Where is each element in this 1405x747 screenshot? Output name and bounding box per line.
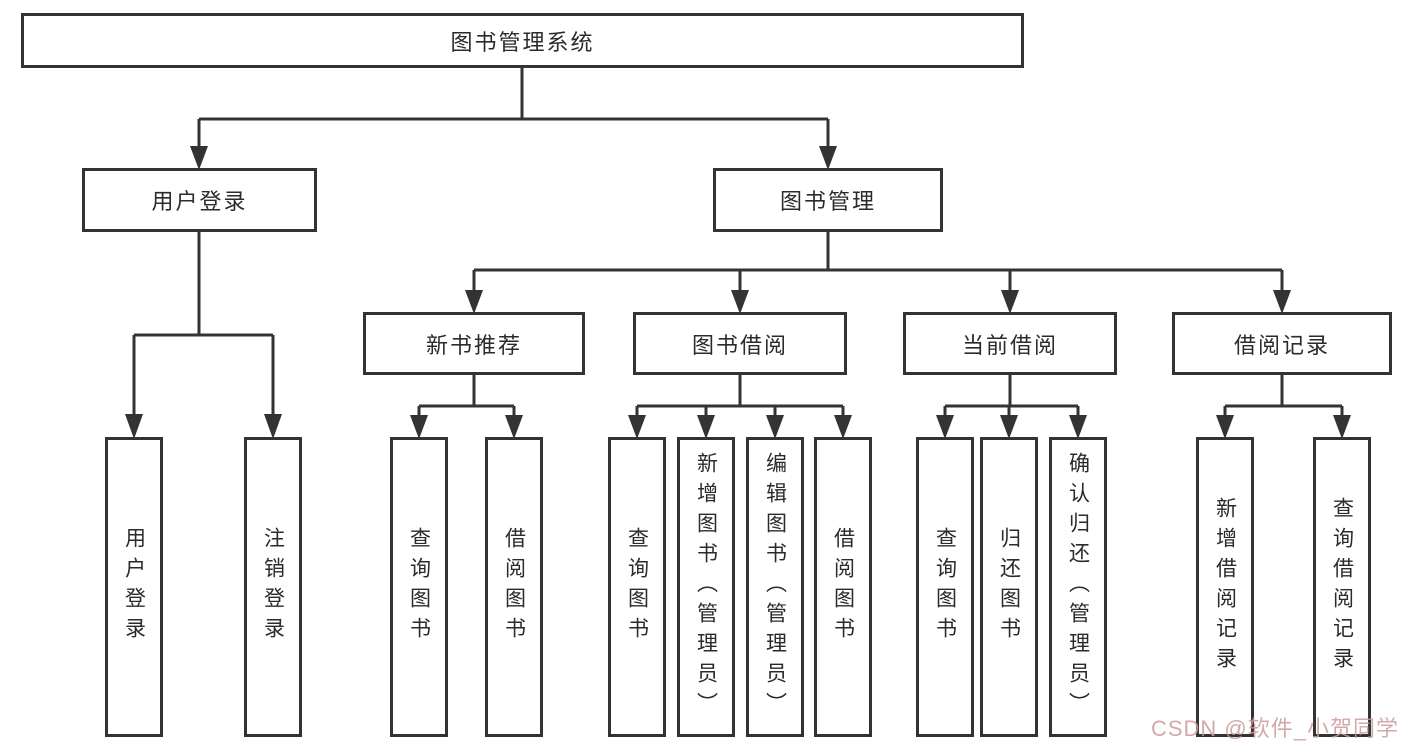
- leaf-user-login: 用户登录: [105, 437, 163, 737]
- leaf-logout-label: 注销登录: [261, 527, 285, 647]
- node-book-borrow-label: 图书借阅: [691, 332, 788, 358]
- node-current-borrow-label: 当前借阅: [961, 332, 1058, 358]
- node-book-management-label: 图书管理: [779, 189, 876, 214]
- leaf-edit-books-admin-label: 编辑图书（管理员）: [763, 452, 787, 722]
- leaf-logout: 注销登录: [244, 437, 302, 737]
- leaf-query-books-current-label: 查询图书: [933, 527, 957, 647]
- leaf-query-books-borrow: 查询图书: [608, 437, 666, 737]
- node-borrow-records-label: 借阅记录: [1233, 332, 1330, 358]
- csdn-watermark: CSDN @软件_小贺同学: [1150, 716, 1399, 741]
- node-root: 图书管理系统: [21, 13, 1024, 68]
- leaf-add-books-admin-label: 新增图书（管理员）: [694, 452, 718, 722]
- leaf-add-books-admin: 新增图书（管理员）: [677, 437, 735, 737]
- leaf-query-books-recommend: 查询图书: [390, 437, 448, 737]
- leaf-add-borrow-record: 新增借阅记录: [1196, 437, 1254, 737]
- leaf-query-books-current: 查询图书: [916, 437, 974, 737]
- arrowheads: [125, 146, 1351, 439]
- node-user-login: 用户登录: [82, 168, 317, 232]
- node-borrow-records: 借阅记录: [1172, 312, 1392, 375]
- leaf-confirm-return-admin-label: 确认归还（管理员）: [1066, 452, 1090, 722]
- leaf-query-books-recommend-label: 查询图书: [407, 527, 431, 647]
- node-new-book-recommend: 新书推荐: [363, 312, 585, 375]
- leaf-query-borrow-record-label: 查询借阅记录: [1330, 497, 1354, 677]
- leaf-add-borrow-record-label: 新增借阅记录: [1213, 497, 1237, 677]
- node-book-borrow: 图书借阅: [633, 312, 847, 375]
- leaf-edit-books-admin: 编辑图书（管理员）: [746, 437, 804, 737]
- node-new-book-recommend-label: 新书推荐: [425, 332, 522, 358]
- leaf-borrow-books: 借阅图书: [814, 437, 872, 737]
- leaf-user-login-label: 用户登录: [122, 527, 146, 647]
- connector-paths: [132, 68, 1344, 419]
- leaf-return-books: 归还图书: [980, 437, 1038, 737]
- leaf-confirm-return-admin: 确认归还（管理员）: [1049, 437, 1107, 737]
- leaf-query-borrow-record: 查询借阅记录: [1313, 437, 1371, 737]
- leaf-borrow-books-recommend-label: 借阅图书: [502, 527, 526, 647]
- leaf-borrow-books-label: 借阅图书: [831, 527, 855, 647]
- leaf-borrow-books-recommend: 借阅图书: [485, 437, 543, 737]
- node-root-label: 图书管理系统: [450, 29, 595, 55]
- leaf-return-books-label: 归还图书: [997, 527, 1021, 647]
- node-current-borrow: 当前借阅: [903, 312, 1117, 375]
- node-user-login-label: 用户登录: [151, 189, 248, 214]
- leaf-query-books-borrow-label: 查询图书: [625, 527, 649, 647]
- node-book-management: 图书管理: [713, 168, 943, 232]
